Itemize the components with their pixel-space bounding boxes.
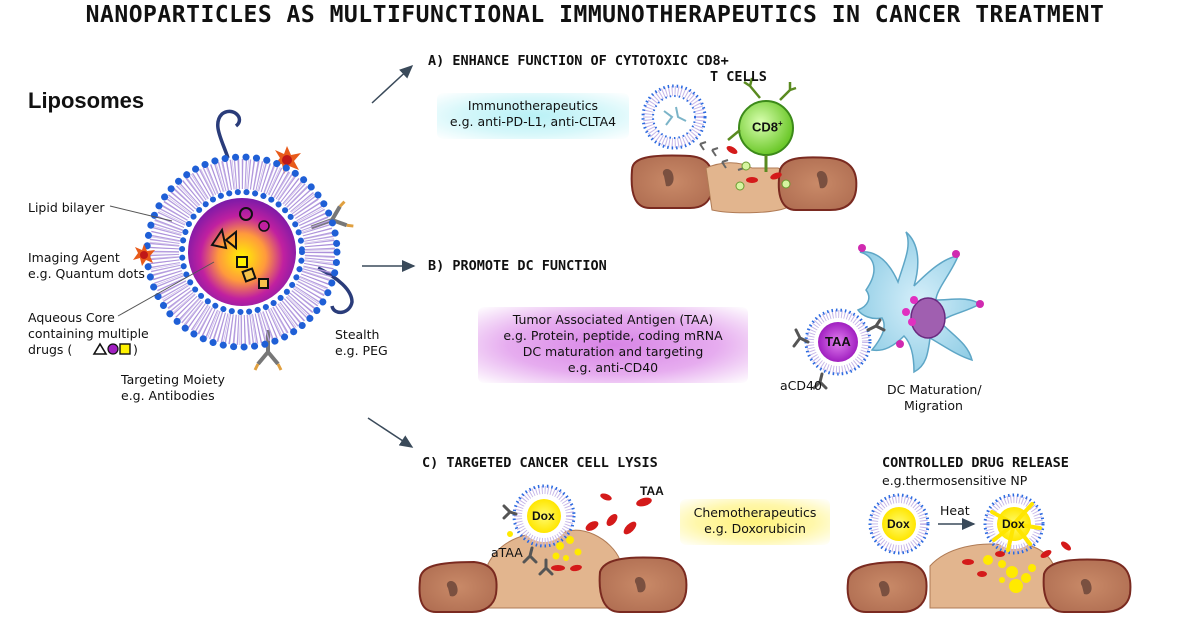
taa-particle-label: TAA — [825, 334, 851, 349]
dc-maturation-label: DC Maturation/ — [887, 382, 982, 397]
dox-after-label: Dox — [1002, 517, 1025, 531]
immunotherapeutics-box: Immunotherapeutics e.g. anti-PD-L1, anti… — [437, 93, 629, 139]
liposome-illustration — [109, 109, 354, 371]
targeting-moiety-label: Targeting Moiety — [121, 372, 225, 387]
immunotherapeutics-line2: e.g. anti-PD-L1, anti-CLTA4 — [449, 114, 617, 129]
section-a-illustration — [630, 77, 858, 214]
chemotherapeutics-line1: Chemotherapeutics — [693, 505, 817, 520]
section-d-title: CONTROLLED DRUG RELEASE — [882, 455, 1069, 471]
section-c-title: C) TARGETED CANCER CELL LYSIS — [422, 455, 658, 471]
section-a-title: A) ENHANCE FUNCTION OF CYTOTOXIC CD8+ — [428, 53, 729, 69]
section-d-subtitle: e.g.thermosensitive NP — [882, 473, 1028, 488]
section-b-illustration — [792, 231, 984, 390]
chemotherapeutics-line2: e.g. Doxorubicin — [704, 521, 806, 536]
lipid-bilayer-label: Lipid bilayer — [28, 200, 105, 215]
immunotherapeutics-line1: Immunotherapeutics — [467, 98, 599, 113]
dox-particle-label: Dox — [532, 509, 555, 523]
taa-box-line1: Tumor Associated Antigen (TAA) — [512, 312, 714, 327]
imaging-agent-label: Imaging Agent — [28, 250, 120, 265]
chemotherapeutics-box: Chemotherapeutics e.g. Doxorubicin — [680, 499, 830, 545]
figure-title: NANOPARTICLES AS MULTIFUNCTIONAL IMMUNOT… — [85, 2, 1105, 28]
liposomes-heading: Liposomes — [28, 88, 145, 113]
aqueous-core-line4: ) — [133, 342, 138, 357]
aqueous-core-label: Aqueous Core — [28, 310, 115, 325]
taa-antigen-label: TAA — [640, 484, 664, 498]
taa-box-line4: e.g. anti-CD40 — [567, 360, 659, 375]
section-a-title-line2: T CELLS — [710, 69, 767, 85]
dox-before-label: Dox — [887, 517, 910, 531]
quantum-dot-icon — [273, 146, 301, 174]
targeting-moiety-example: e.g. Antibodies — [121, 388, 215, 403]
heat-label: Heat — [940, 503, 970, 518]
section-b-title: B) PROMOTE DC FUNCTION — [428, 258, 607, 274]
arrow-to-a — [371, 64, 414, 104]
section-c-illustration — [418, 484, 688, 613]
aqueous-core-line3: drugs ( — [28, 342, 73, 357]
imaging-agent-icon — [133, 244, 155, 266]
ataa-label: aTAA — [491, 545, 523, 560]
arrow-to-c — [367, 417, 414, 448]
imaging-agent-example: e.g. Quantum dots — [28, 266, 145, 281]
stealth-example: e.g. PEG — [335, 343, 388, 358]
acd40-label: aCD40 — [780, 378, 822, 393]
section-d-illustration — [846, 493, 1132, 613]
dc-migration-label: Migration — [904, 398, 963, 413]
taa-box-line2: e.g. Protein, peptide, coding mRNA — [503, 328, 723, 343]
drug-symbols-icon — [92, 342, 131, 355]
stealth-label: Stealth — [335, 327, 380, 342]
cd8-label: CD8+ — [752, 119, 783, 135]
taa-box-line3: DC maturation and targeting — [522, 344, 704, 359]
taa-box: Tumor Associated Antigen (TAA) e.g. Prot… — [478, 307, 748, 383]
aqueous-core-line2: containing multiple — [28, 326, 149, 341]
